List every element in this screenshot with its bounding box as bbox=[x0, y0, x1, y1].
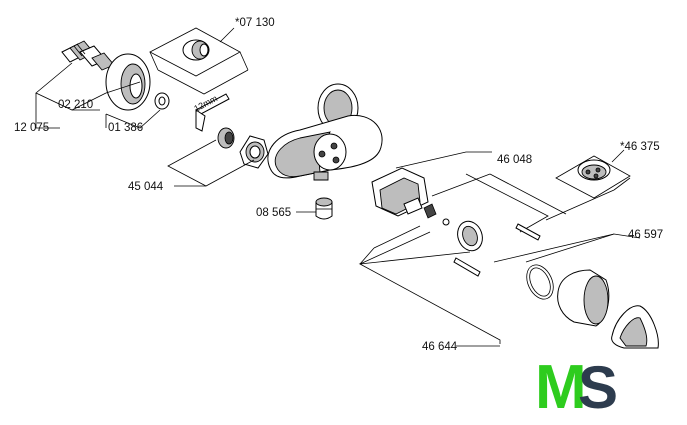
screw-part-lower bbox=[453, 257, 481, 277]
ms-logo: M S bbox=[535, 353, 618, 422]
label-01386: 01 386 bbox=[108, 122, 143, 134]
leader-lines-45044 bbox=[167, 139, 255, 187]
sleeve-part bbox=[557, 269, 610, 327]
part-46375-box bbox=[555, 149, 631, 199]
retaining-ring-part bbox=[457, 220, 483, 252]
part-07130-box bbox=[149, 27, 249, 95]
label-46375: *46 375 bbox=[620, 141, 660, 153]
leader-lines-left bbox=[35, 62, 161, 129]
mixer-body-part bbox=[267, 83, 383, 181]
label-46597: 46 597 bbox=[628, 229, 663, 241]
logo-m: M bbox=[535, 353, 587, 422]
nut-part bbox=[239, 135, 269, 169]
threaded-fitting-part bbox=[217, 127, 235, 149]
leader-lines-46597 bbox=[493, 177, 641, 263]
hex-key-part bbox=[195, 93, 230, 132]
lever-handle-part bbox=[611, 305, 659, 349]
label-02210: 02 210 bbox=[58, 99, 93, 111]
label-08565: 08 565 bbox=[256, 207, 291, 219]
logo-s: S bbox=[578, 354, 618, 421]
label-46644: 46 644 bbox=[422, 341, 458, 353]
cartridge-part bbox=[371, 167, 450, 226]
label-45044: 45 044 bbox=[128, 181, 164, 193]
washer-part bbox=[154, 92, 170, 110]
label-12075: 12 075 bbox=[14, 122, 49, 134]
label-07130: *07 130 bbox=[235, 17, 275, 29]
leader-lines-46644 bbox=[358, 225, 501, 347]
aerator-part bbox=[296, 197, 333, 220]
screw-part-upper bbox=[515, 223, 541, 241]
rosette-part bbox=[105, 53, 151, 111]
leader-lines-46048 bbox=[395, 151, 567, 233]
label-46048: 46 048 bbox=[497, 154, 532, 166]
o-ring-part bbox=[526, 264, 554, 300]
threaded-adapter-part bbox=[61, 40, 115, 71]
